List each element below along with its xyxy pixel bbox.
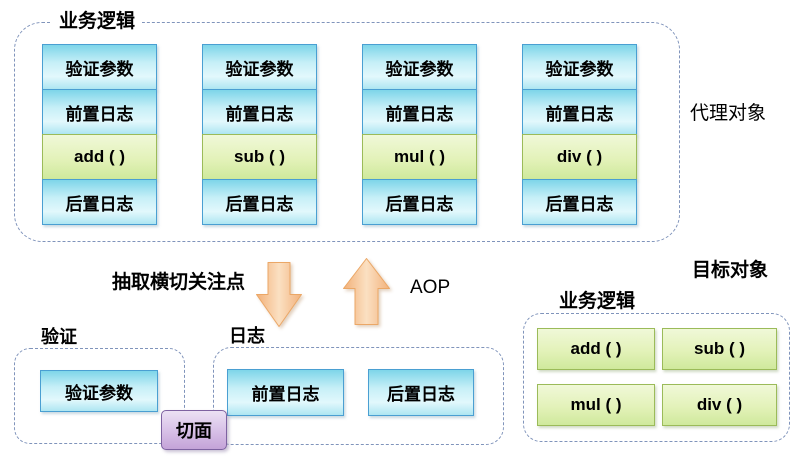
pre-log-box: 前置日志 bbox=[227, 369, 344, 416]
target-method-div: div ( ) bbox=[662, 384, 777, 426]
aspect-tag: 切面 bbox=[161, 410, 227, 450]
proxy-group-container bbox=[14, 22, 680, 242]
target-side-label: 目标对象 bbox=[692, 260, 769, 281]
up-arrow-icon bbox=[343, 258, 390, 325]
target-group-label: 业务逻辑 bbox=[552, 291, 643, 313]
proxy-cell: 验证参数 bbox=[522, 44, 637, 90]
proxy-cell: 验证参数 bbox=[42, 44, 157, 90]
validation-group-container bbox=[14, 348, 185, 444]
validation-group-label: 验证 bbox=[34, 326, 84, 348]
proxy-cell: 前置日志 bbox=[42, 89, 157, 135]
proxy-cell: 后置日志 bbox=[202, 179, 317, 225]
proxy-cell: 后置日志 bbox=[522, 179, 637, 225]
proxy-cell: 前置日志 bbox=[362, 89, 477, 135]
down-arrow-icon bbox=[256, 262, 302, 327]
proxy-cell: 后置日志 bbox=[42, 179, 157, 225]
proxy-cell: add ( ) bbox=[42, 134, 157, 180]
validation-box: 验证参数 bbox=[40, 370, 158, 412]
target-method-sub: sub ( ) bbox=[662, 328, 777, 370]
proxy-column-sub: 验证参数 前置日志 sub ( ) 后置日志 bbox=[202, 44, 317, 225]
proxy-column-add: 验证参数 前置日志 add ( ) 后置日志 bbox=[42, 44, 157, 225]
proxy-cell: sub ( ) bbox=[202, 134, 317, 180]
target-method-mul: mul ( ) bbox=[537, 384, 655, 426]
proxy-cell: 后置日志 bbox=[362, 179, 477, 225]
proxy-cell: 验证参数 bbox=[202, 44, 317, 90]
aop-label: AOP bbox=[410, 277, 451, 298]
proxy-cell: 前置日志 bbox=[202, 89, 317, 135]
proxy-side-label: 代理对象 bbox=[690, 103, 767, 124]
proxy-cell: 验证参数 bbox=[362, 44, 477, 90]
target-method-add: add ( ) bbox=[537, 328, 655, 370]
proxy-cell: div ( ) bbox=[522, 134, 637, 180]
proxy-group-label: 业务逻辑 bbox=[52, 11, 143, 33]
proxy-cell: 前置日志 bbox=[522, 89, 637, 135]
target-group-container bbox=[523, 313, 790, 442]
logging-group-container bbox=[213, 347, 504, 445]
extract-concerns-label: 抽取横切关注点 bbox=[112, 272, 246, 293]
proxy-cell: mul ( ) bbox=[362, 134, 477, 180]
logging-group-label: 日志 bbox=[222, 325, 272, 347]
proxy-column-mul: 验证参数 前置日志 mul ( ) 后置日志 bbox=[362, 44, 477, 225]
post-log-box: 后置日志 bbox=[368, 369, 474, 416]
proxy-column-div: 验证参数 前置日志 div ( ) 后置日志 bbox=[522, 44, 637, 225]
